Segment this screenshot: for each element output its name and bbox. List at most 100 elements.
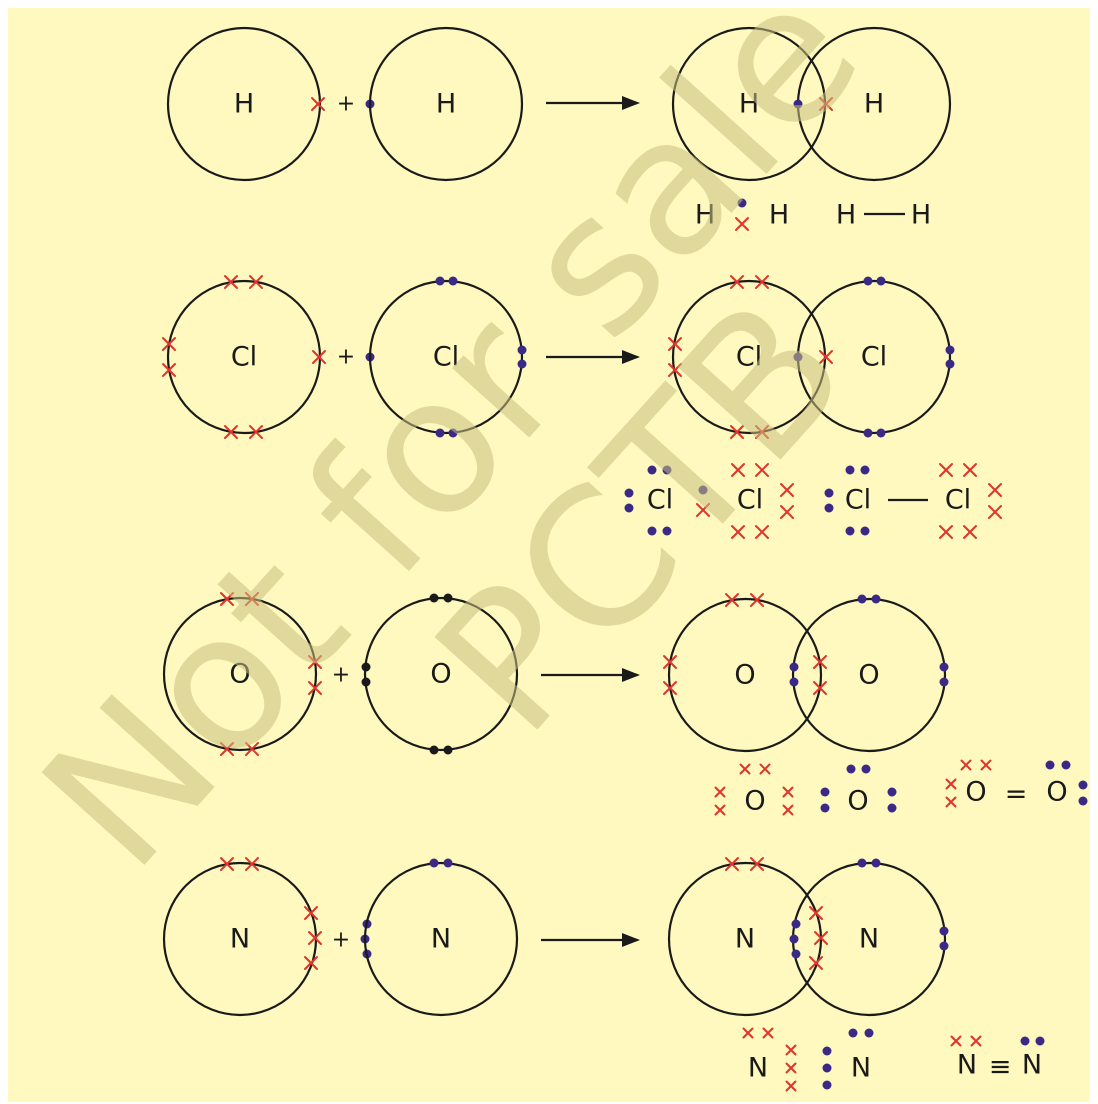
shared-electron-dot [789,677,799,687]
structural-left-symbol: H [836,200,856,231]
lewis-right-symbol: O [847,786,868,817]
shared-electron-dot [791,949,801,959]
electron-dot [662,526,672,536]
electron-dot [624,488,634,498]
electron-dot [939,662,949,672]
molecule-n-right-label: N [859,924,879,955]
molecule-h-left-label: H [739,89,759,120]
reaction-arrow [546,96,640,110]
atom-cl-right [368,279,524,435]
electron-dot [871,594,881,604]
atom-h-right-label: H [436,89,456,120]
reaction-hydrogen: H + H H H H H H H [166,26,952,231]
electron-dot [876,428,886,438]
triple-bond-symbol: ≡ [989,1052,1012,1083]
electron-dot [647,526,657,536]
reaction-oxygen: O + O O O [162,592,1088,817]
atom-o-right-label: O [430,659,451,690]
electron-dot [1078,780,1088,790]
electron-dot [876,276,886,286]
lewis-left-symbol: N [748,1053,768,1084]
electron-dot [1020,1036,1030,1046]
atom-cl-left-label: Cl [231,342,257,373]
molecule-o-right-atom [791,597,947,753]
electron-dot [857,594,867,604]
structural-right-symbol: N [1022,1050,1042,1081]
reaction-nitrogen: N + N N N [162,857,1045,1092]
electron-dot [824,503,834,513]
lewis-formula-n2: N N [742,1027,874,1092]
shared-electron-dot [793,352,803,362]
lewis-right-symbol: N [851,1053,871,1084]
structural-left-symbol: Cl [845,485,871,516]
lewis-right-symbol: Cl [737,485,763,516]
shared-electron-dot [822,1080,832,1090]
atom-h-left [166,26,322,182]
electron-dot [443,593,453,603]
electron-dot [860,526,870,536]
plus-sign: + [332,928,350,953]
shared-electron-dot [791,919,801,929]
atom-o-right [363,596,519,752]
electron-dot [443,858,453,868]
lewis-left-symbol: H [695,200,715,231]
electron-dot [824,488,834,498]
electron-dot [846,764,856,774]
structural-right-symbol: H [911,200,931,231]
electron-dot [939,941,949,951]
plus-sign: + [337,345,355,370]
shared-electron-dot [820,803,830,813]
electron-dot [845,465,855,475]
molecule-o-right-label: O [858,660,879,691]
structural-formula-o2: O = O [945,759,1088,810]
reaction-arrow [546,350,640,364]
shared-electron-dot [822,1046,832,1056]
molecule-n-left-label: N [735,924,755,955]
plus-sign: + [332,663,350,688]
structural-right-symbol: O [1046,777,1067,808]
diagram-background [8,8,1090,1102]
lewis-left-symbol: O [744,786,765,817]
electron-dot [443,745,453,755]
electron-dot [517,345,527,355]
electron-dot [647,465,657,475]
shared-electron-dot [698,485,708,495]
electron-dot [448,428,458,438]
atom-n-right [363,861,519,1017]
electron-dot [861,764,871,774]
atom-h-left-label: H [234,89,254,120]
atom-n-left-label: N [230,924,250,955]
structural-formula-h2: H H [836,200,931,231]
electron-dot [864,1028,874,1038]
shared-electron-dot [822,1063,832,1073]
molecule-o-left-label: O [734,660,755,691]
electron-dot [517,359,527,369]
electron-dot [429,858,439,868]
electron-dot [863,276,873,286]
electron-dot [429,745,439,755]
electron-dot [945,345,955,355]
lewis-left-symbol: Cl [647,485,673,516]
reaction-arrow [541,668,640,682]
atom-o-left-label: O [229,659,250,690]
structural-left-symbol: O [965,777,986,808]
electron-dot [887,803,897,813]
shared-electron-dot [793,99,803,109]
shared-electron-dot [789,662,799,672]
electron-dot [1078,796,1088,806]
atom-cl-right-label: Cl [433,342,459,373]
electron-dot [939,926,949,936]
electron-dot [1035,1036,1045,1046]
electron-dot [429,593,439,603]
electron-dot [435,428,445,438]
electron-dot [737,198,747,208]
electron-dot [863,428,873,438]
structural-right-symbol: Cl [945,485,971,516]
molecule-cl-left-label: Cl [736,342,762,373]
lewis-formula-h2: H H [695,198,789,231]
shared-electron-dot [789,934,799,944]
electron-dot [624,503,634,513]
structural-left-symbol: N [957,1050,977,1081]
molecule-cl-right-label: Cl [861,342,887,373]
